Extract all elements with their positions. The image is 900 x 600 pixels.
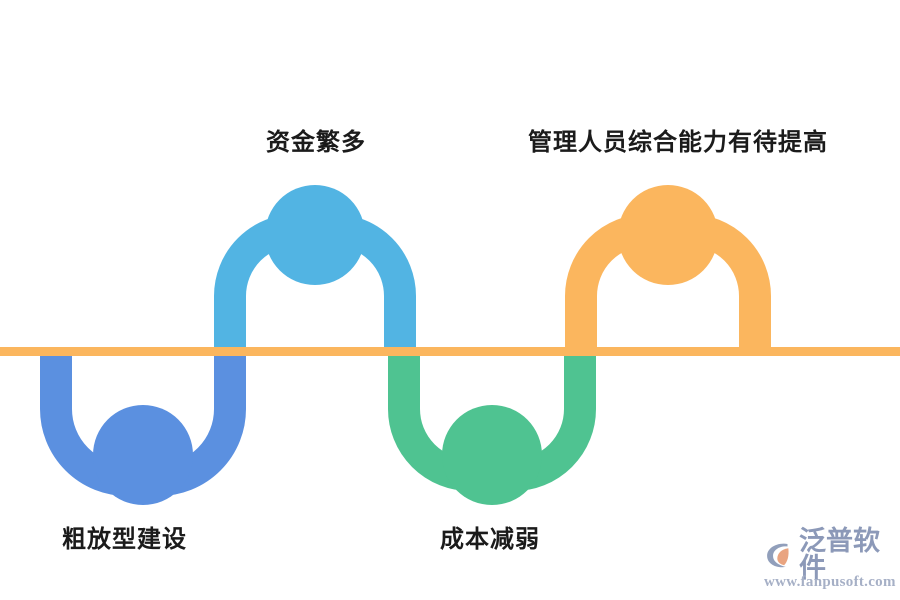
brand-url: www.fanpusoft.com [764,574,896,590]
node-circle-2 [265,185,365,285]
node-circle-1 [93,405,193,505]
brand-name: 泛普软件 [799,526,880,583]
node-shape-3[interactable] [388,347,596,505]
node-shape-1[interactable] [40,347,246,505]
brand-watermark-row: 泛普软件 [762,528,896,582]
node-label-3: 成本减弱 [440,526,540,553]
node-shape-4[interactable] [565,185,771,356]
node-label-2: 资金繁多 [266,129,366,156]
node-circle-3 [442,405,542,505]
brand-watermark: 泛普软件 www.fanpusoft.com [762,528,896,595]
timeline-axis [0,347,900,356]
node-label-4: 管理人员综合能力有待提高 [528,129,828,156]
node-circle-4 [618,185,718,285]
node-shape-2[interactable] [214,185,416,356]
node-label-1: 粗放型建设 [62,526,187,553]
fanpu-logo-icon [767,543,789,568]
